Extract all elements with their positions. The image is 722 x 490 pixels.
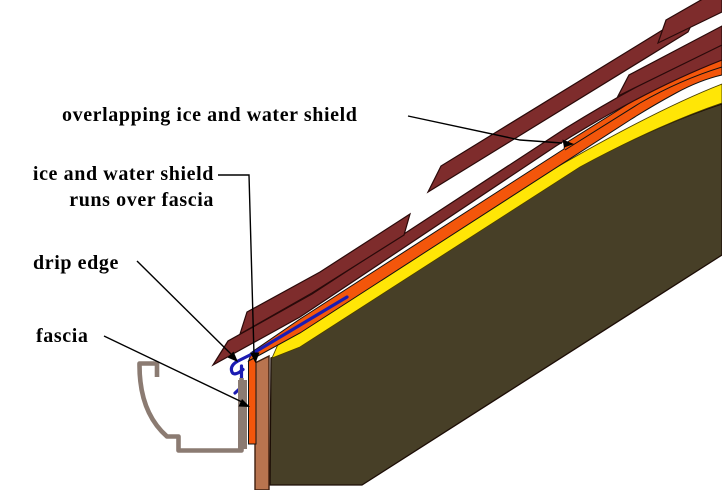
arrowhead-drip-edge	[227, 351, 238, 362]
fascia-board	[254, 354, 270, 490]
shield-overlap-seam-line	[564, 66, 722, 151]
arrowhead-fascia	[238, 399, 250, 407]
label-shield-over-fascia-line1: ice and water shield	[32, 163, 214, 185]
label-overlapping-shield: overlapping ice and water shield	[62, 104, 358, 126]
label-fascia: fascia	[36, 325, 89, 347]
drip-edge-profile	[229, 295, 349, 376]
arrowhead-shield-over-fascia	[250, 352, 260, 363]
gutter-profile	[137, 361, 244, 453]
leader-drip-edge	[136, 260, 232, 355]
leader-fascia	[103, 335, 243, 403]
shingle-course-3	[616, 25, 722, 98]
shingle-course-1	[211, 44, 722, 367]
shield-over-fascia-strip	[248, 356, 257, 445]
underlayment-strip	[271, 83, 722, 359]
label-shield-over-fascia-line2: runs over fascia	[69, 189, 214, 211]
arrowhead-overlapping-shield	[562, 139, 574, 148]
label-drip-edge: drip edge	[33, 252, 119, 274]
shingle-course-2a	[238, 212, 412, 336]
leader-overlapping-shield	[407, 115, 563, 144]
leader-shield-over-fascia	[218, 174, 255, 356]
label-shield-over-fascia: ice and water shield runs over fascia	[6, 161, 214, 213]
shingle-course-4-corner	[656, 0, 722, 45]
